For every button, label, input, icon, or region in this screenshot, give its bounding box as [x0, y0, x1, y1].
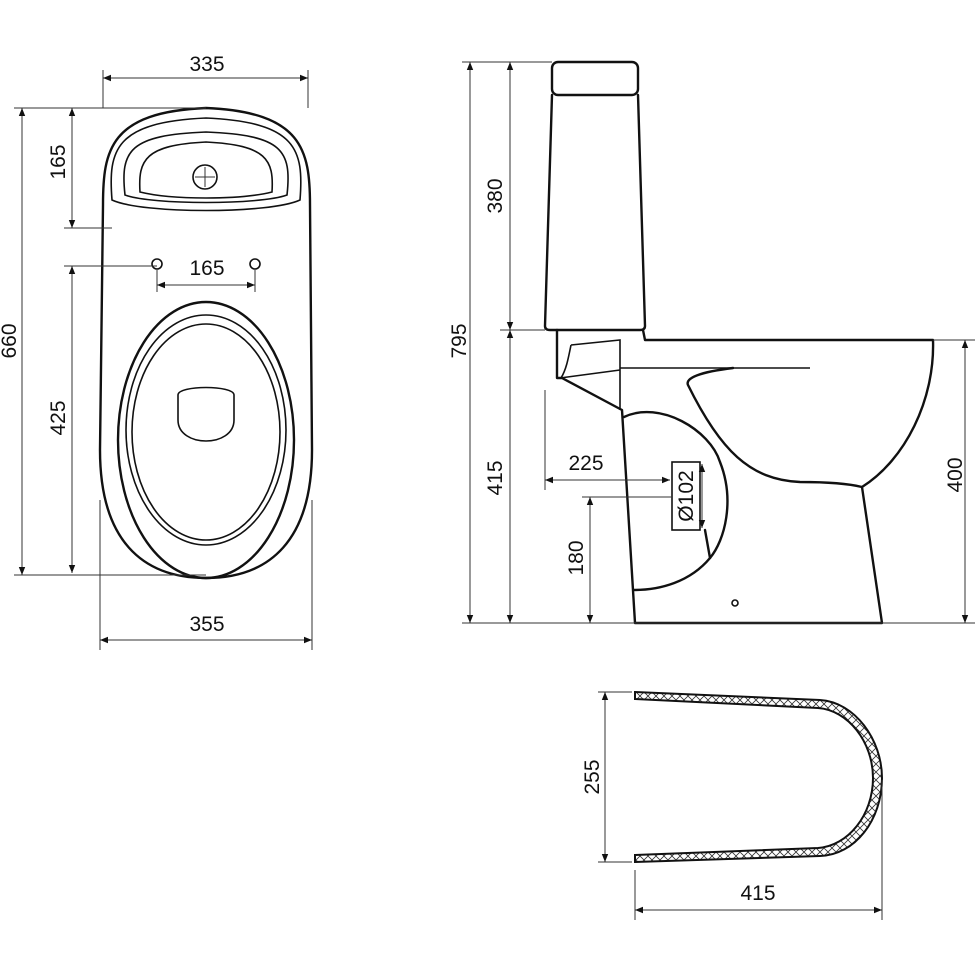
dim-660: 660 [0, 323, 21, 358]
dim-425: 425 [47, 400, 70, 435]
side-view: Ø102 795 380 415 400 225 180 [448, 60, 975, 625]
seat-hole-left [151, 258, 163, 270]
drain-opening [177, 386, 235, 442]
tank-body [543, 93, 647, 332]
dim-335: 335 [189, 53, 224, 76]
dim-255: 255 [581, 759, 604, 794]
dim-225: 225 [568, 452, 603, 475]
tank-inner [123, 131, 289, 204]
seat-inner [125, 314, 287, 546]
bowl [555, 328, 935, 625]
tank-lid [550, 60, 640, 97]
dim-outlet-diameter: Ø102 [675, 470, 698, 521]
top-view: 335 660 165 425 165 355 [0, 53, 314, 650]
dim-415-side: 415 [484, 460, 507, 495]
base-view: 255 415 [581, 690, 884, 920]
dim-165-horizontal: 165 [189, 257, 224, 280]
dim-795: 795 [448, 323, 471, 358]
top-outline [98, 106, 314, 580]
trapway [622, 411, 729, 592]
tank-rim [110, 117, 302, 212]
seat-outer [116, 300, 296, 580]
dim-400: 400 [944, 457, 967, 492]
bowl-interior [686, 366, 864, 489]
dim-355: 355 [189, 613, 224, 636]
dim-165-vertical: 165 [47, 144, 70, 179]
base-gasket [634, 690, 884, 864]
tank-basin [138, 141, 274, 199]
flush-hole [192, 164, 218, 190]
dim-415-base: 415 [740, 882, 775, 905]
dim-180: 180 [565, 540, 588, 575]
fixing-hole [731, 599, 739, 607]
dim-380: 380 [484, 178, 507, 213]
seat-hole-right [249, 258, 261, 270]
